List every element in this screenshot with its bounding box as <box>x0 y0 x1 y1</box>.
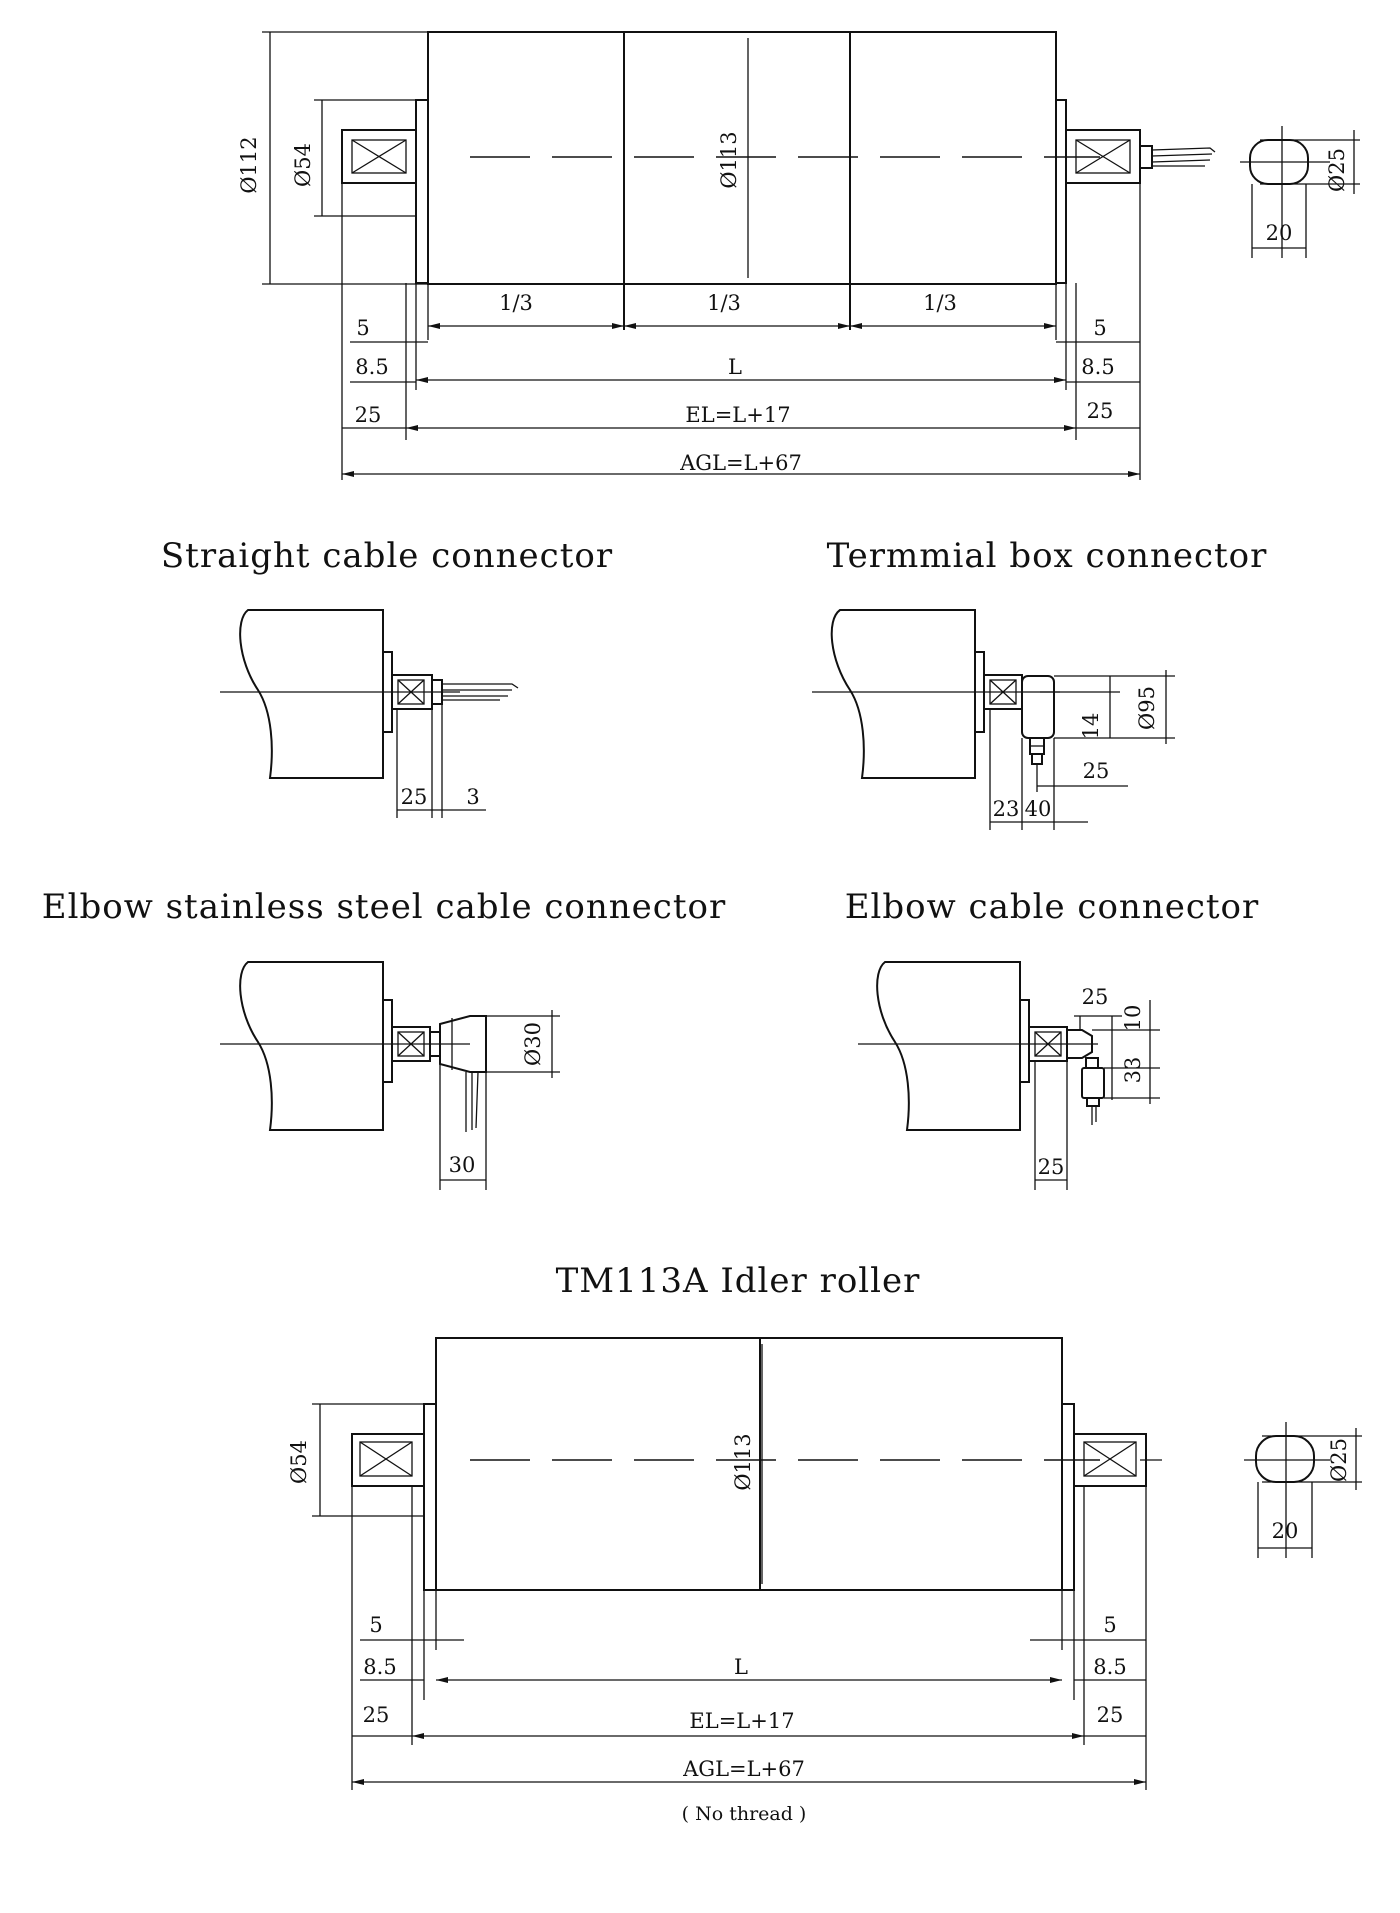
elbow-dim-25-top: 25 <box>1082 985 1109 1009</box>
terminal-dim-14: 14 <box>1079 713 1103 740</box>
dim-d25: Ø25 <box>1325 148 1349 192</box>
motor-roller-tube <box>427 31 1057 285</box>
dim-d112: Ø112 <box>237 136 261 193</box>
terminal-dim-40: 40 <box>1025 797 1052 821</box>
elbow-dim-10: 10 <box>1121 1005 1145 1032</box>
idler-roller-drawing: TM113A Idler roller <box>287 1261 1362 1825</box>
dim-w20: 20 <box>1266 221 1293 245</box>
dim-eight-five-right: 8.5 <box>1081 355 1114 379</box>
dim-third-3: 1/3 <box>923 291 957 315</box>
dim-five-right: 5 <box>1093 316 1106 340</box>
straight-cable-connector: Straight cable connector 25 3 <box>161 536 613 818</box>
straight-dim-3: 3 <box>466 785 479 809</box>
elbow-ss-dim-d30: Ø30 <box>521 1022 545 1066</box>
dim-third-2: 1/3 <box>707 291 741 315</box>
idler-dim-five-right: 5 <box>1103 1613 1116 1637</box>
idler-dim-twenty-five-right: 25 <box>1097 1703 1124 1727</box>
idler-roller-tube <box>435 1337 1063 1591</box>
elbow-dim-25-bottom: 25 <box>1038 1155 1065 1179</box>
idler-dim-AGL: AGL=L+67 <box>682 1757 805 1781</box>
dim-L: L <box>728 355 742 379</box>
dim-EL: EL=L+17 <box>685 403 790 427</box>
dim-twenty-five-left: 25 <box>355 403 382 427</box>
idler-dim-w20: 20 <box>1272 1519 1299 1543</box>
idler-dim-EL: EL=L+17 <box>689 1709 794 1733</box>
dim-twenty-five-right: 25 <box>1087 399 1114 423</box>
dim-d113: Ø113 <box>717 131 741 188</box>
terminal-dim-d95: Ø95 <box>1135 686 1159 730</box>
elbow-dim-33: 33 <box>1121 1057 1145 1084</box>
motor-roller-left-endcap <box>415 99 429 284</box>
dim-AGL: AGL=L+67 <box>679 451 802 475</box>
dim-third-1: 1/3 <box>499 291 533 315</box>
motor-roller-drawing: Ø112 Ø54 Ø113 Ø25 20 1/3 1/3 1/3 5 5 8.5… <box>237 31 1360 480</box>
terminal-dim-25: 25 <box>1083 759 1110 783</box>
elbow-cable-connector: Elbow cable connector 25 10 33 25 <box>845 887 1260 1190</box>
dim-eight-five-left: 8.5 <box>355 355 388 379</box>
idler-left-endcap <box>423 1403 437 1591</box>
idler-dim-five-left: 5 <box>369 1613 382 1637</box>
idler-dim-eight-five-right: 8.5 <box>1093 1655 1126 1679</box>
idler-dim-d25: Ø25 <box>1327 1438 1351 1482</box>
dim-five-left: 5 <box>356 316 369 340</box>
terminal-title: Termmial box connector <box>827 536 1268 576</box>
elbow-title: Elbow cable connector <box>845 887 1260 927</box>
elbow-stainless-connector: Elbow stainless steel cable connector Ø3… <box>42 887 726 1190</box>
elbow-ss-title: Elbow stainless steel cable connector <box>42 887 726 927</box>
idler-dim-L: L <box>734 1655 748 1679</box>
idler-dim-twenty-five-left: 25 <box>363 1703 390 1727</box>
dimension-arrows <box>342 323 1146 1785</box>
straight-title: Straight cable connector <box>161 536 613 576</box>
straight-dim-25: 25 <box>401 785 428 809</box>
elbow-ss-dim-30: 30 <box>449 1153 476 1177</box>
idler-title: TM113A Idler roller <box>556 1261 921 1301</box>
terminal-dim-23: 23 <box>993 797 1020 821</box>
dim-d54: Ø54 <box>291 143 315 187</box>
idler-right-endcap <box>1061 1403 1075 1591</box>
terminal-box-connector: Termmial box connector 14 Ø95 25 23 40 <box>812 536 1268 830</box>
idler-note: ( No thread ) <box>682 1803 807 1825</box>
idler-dim-d113: Ø113 <box>731 1433 755 1490</box>
idler-dim-eight-five-left: 8.5 <box>363 1655 396 1679</box>
motor-roller-right-endcap <box>1055 99 1067 284</box>
idler-dim-d54: Ø54 <box>287 1440 311 1484</box>
